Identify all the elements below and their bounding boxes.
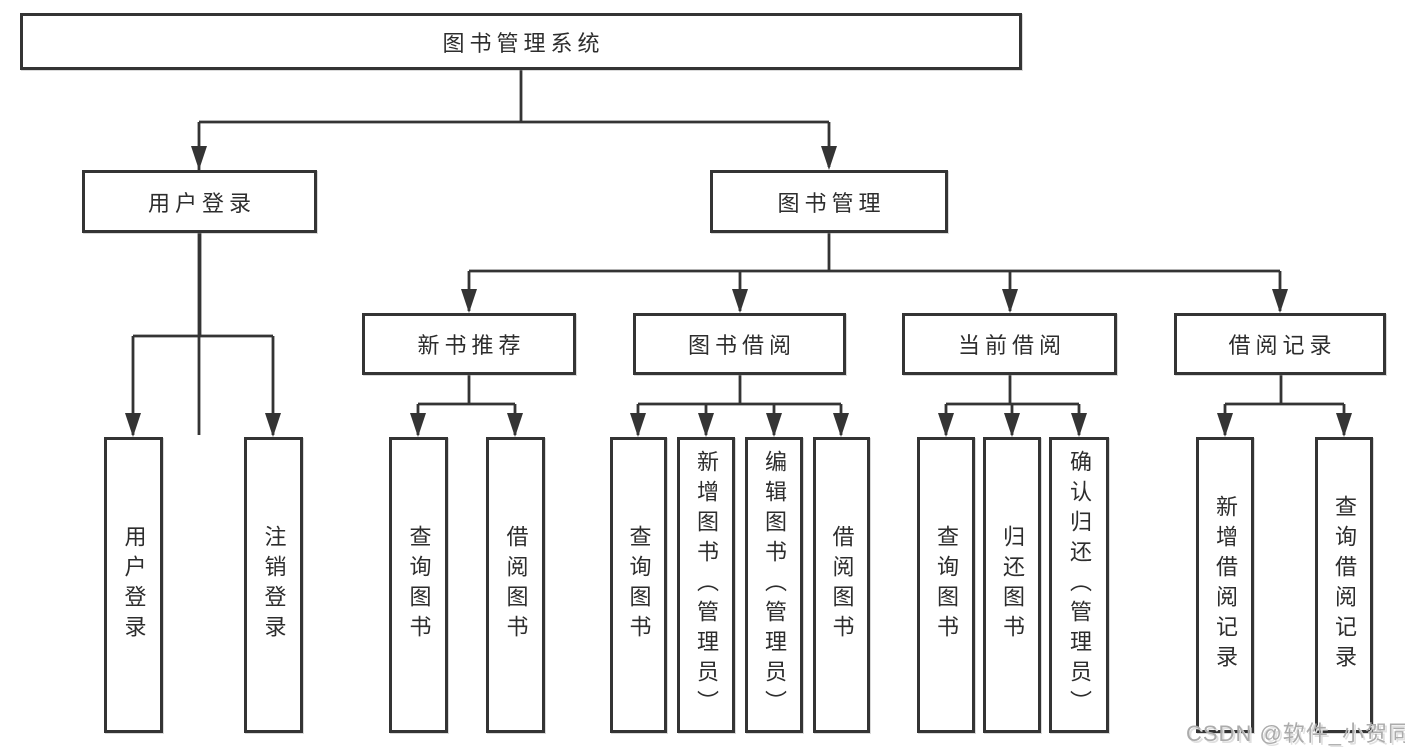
arrowheads [125, 146, 1352, 437]
leaf-borrow-books-recommend: 借阅图书 [486, 437, 545, 733]
node-library-management-system: 图书管理系统 [20, 13, 1022, 70]
leaf-edit-book-admin: 编辑图书（管理员） [745, 437, 803, 733]
csdn-watermark: CSDN @软件_小贺同学 [1186, 721, 1405, 746]
leaf-return-books: 归还图书 [983, 437, 1041, 733]
node-book-management: 图书管理 [710, 170, 948, 233]
node-current-borrowing: 当前借阅 [902, 313, 1117, 375]
node-new-book-recommendation: 新书推荐 [362, 313, 576, 375]
leaf-confirm-return-admin: 确认归还（管理员） [1049, 437, 1109, 733]
leaf-query-books-current: 查询图书 [917, 437, 975, 733]
leaf-query-books-recommend: 查询图书 [389, 437, 448, 733]
leaf-user-login: 用户登录 [104, 437, 163, 733]
leaf-add-borrow-record: 新增借阅记录 [1196, 437, 1254, 733]
connector-paths [131, 70, 1346, 435]
node-borrowing-records: 借阅记录 [1174, 313, 1386, 375]
leaf-logout: 注销登录 [244, 437, 303, 733]
leaf-query-borrow-record: 查询借阅记录 [1315, 437, 1373, 733]
node-user-login: 用户登录 [82, 170, 317, 233]
node-book-borrowing: 图书借阅 [633, 313, 846, 375]
leaf-query-books-borrowing: 查询图书 [610, 437, 667, 733]
leaf-add-book-admin: 新增图书（管理员） [677, 437, 735, 733]
leaf-borrow-books-borrowing: 借阅图书 [813, 437, 870, 733]
